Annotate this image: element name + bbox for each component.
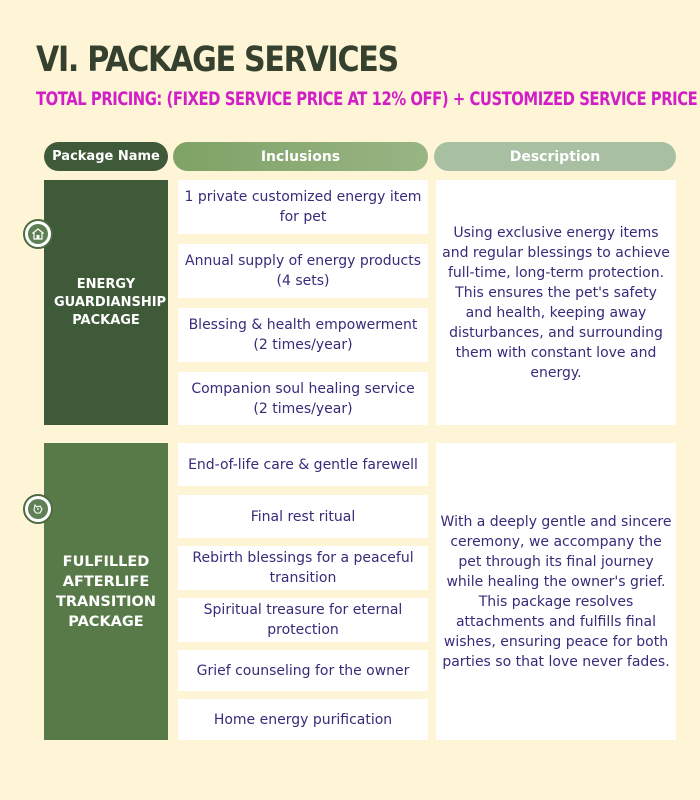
list-item: Blessing & health empowerment (2 times/y…: [178, 308, 428, 362]
pet-head-icon: [23, 494, 53, 524]
list-item: Annual supply of energy products (4 sets…: [178, 244, 428, 298]
header-package-name: Package Name: [44, 142, 168, 171]
list-item: Spiritual treasure for eternal protectio…: [178, 598, 428, 642]
package-name-energy-guardianship: ENERGY GUARDIANSHIP PACKAGE: [44, 180, 168, 425]
home-shield-icon: [23, 219, 53, 249]
pricing-subtitle: TOTAL PRICING: (FIXED SERVICE PRICE AT 1…: [36, 88, 698, 110]
package-name-label: FULFILLED AFTERLIFE TRANSITION PACKAGE: [56, 553, 156, 630]
header-inclusions: Inclusions: [173, 142, 428, 171]
list-item: Rebirth blessings for a peaceful transit…: [178, 546, 428, 590]
package-name-afterlife-transition: FULFILLED AFTERLIFE TRANSITION PACKAGE: [44, 443, 168, 740]
list-item: Grief counseling for the owner: [178, 650, 428, 691]
package-description-energy: Using exclusive energy items and regular…: [436, 180, 676, 425]
page-title: VI. PACKAGE SERVICES: [36, 40, 399, 80]
package-name-label: ENERGY GUARDIANSHIP PACKAGE: [54, 276, 167, 328]
list-item: End-of-life care & gentle farewell: [178, 443, 428, 486]
list-item: 1 private customized energy item for pet: [178, 180, 428, 234]
package-description-afterlife: With a deeply gentle and sincere ceremon…: [436, 443, 676, 740]
list-item: Final rest ritual: [178, 495, 428, 538]
header-description: Description: [434, 142, 676, 171]
list-item: Home energy purification: [178, 699, 428, 740]
list-item: Companion soul healing service (2 times/…: [178, 372, 428, 425]
